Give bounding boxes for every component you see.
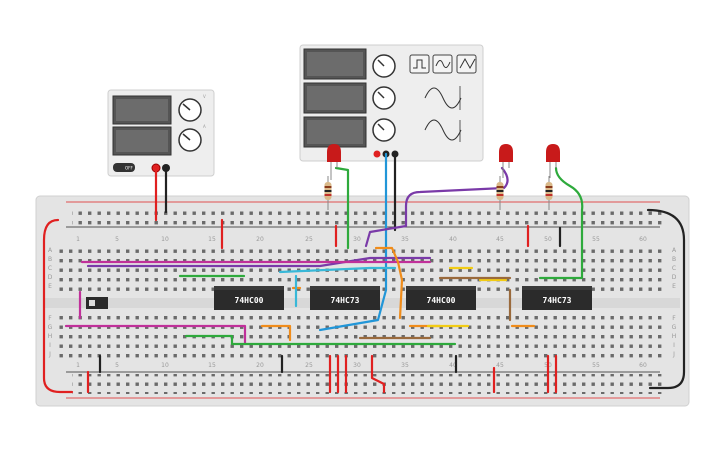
column-number-bottom: 10 (161, 362, 169, 369)
column-number-bottom: 25 (305, 362, 313, 369)
row-letter-right: F (672, 315, 676, 322)
column-number-bottom: 45 (496, 362, 504, 369)
square-wave-icon[interactable] (409, 54, 430, 74)
row-letter-left: H (48, 333, 53, 340)
wire-magenta-lower (64, 324, 247, 346)
row-letter-left: G (48, 324, 53, 331)
row-letter-right: C (672, 265, 676, 272)
triangle-wave-icon[interactable] (432, 54, 453, 74)
row-letter-left: C (48, 265, 52, 272)
led-3[interactable] (546, 144, 560, 178)
row-letter-right: B (672, 256, 676, 263)
resistor-3[interactable] (545, 176, 553, 210)
wire-orange-1 (260, 324, 292, 342)
column-number-bottom: 35 (401, 362, 409, 369)
function-generator[interactable] (299, 44, 484, 162)
column-number-top: 60 (639, 236, 647, 243)
column-number-top: 25 (305, 236, 313, 243)
bottom-power-rail[interactable] (66, 371, 662, 399)
row-letter-right: G (672, 324, 677, 331)
column-number-top: 10 (161, 236, 169, 243)
row-letter-left: A (48, 247, 53, 254)
column-number-bottom: 1 (76, 362, 80, 369)
chip-2-label: 74HC73 (331, 296, 360, 305)
ic-chip-2[interactable]: 74HC73 (310, 286, 380, 310)
row-letter-left: E (48, 283, 52, 290)
sine-wave-icon[interactable] (456, 54, 477, 74)
chip-3-label: 74HC00 (427, 296, 456, 305)
wire-green-lower (184, 334, 457, 346)
wire-cyan-1 (278, 266, 397, 274)
row-letter-right: J (672, 351, 675, 358)
column-number-top: 50 (544, 236, 552, 243)
column-number-bottom: 20 (256, 362, 264, 369)
column-number-bottom: 5 (115, 362, 119, 369)
column-number-bottom: 60 (639, 362, 647, 369)
offset-wave-icon (424, 119, 462, 141)
row-letter-right: I (673, 342, 675, 349)
wire-led1-green (334, 166, 350, 250)
power-toggle-button[interactable] (113, 163, 135, 172)
row-letter-left: F (48, 315, 52, 322)
power-toggle-label: OFF (125, 166, 133, 171)
wires[interactable] (42, 152, 686, 394)
column-number-top: 40 (449, 236, 457, 243)
column-number-top: 35 (401, 236, 409, 243)
chip-4-label: 74HC73 (543, 296, 572, 305)
row-letter-right: E (672, 283, 676, 290)
column-number-top: 15 (208, 236, 216, 243)
row-letter-right: H (672, 333, 677, 340)
column-number-bottom: 30 (353, 362, 361, 369)
column-number-bottom: 15 (208, 362, 216, 369)
column-number-top: 30 (353, 236, 361, 243)
wire-orange-3 (374, 246, 404, 320)
row-letter-right: A (672, 247, 677, 254)
column-number-bottom: 40 (449, 362, 457, 369)
ic-chip-1[interactable]: 74HC00 (214, 286, 284, 310)
wire-purple-top (364, 166, 509, 248)
column-number-top: 5 (115, 236, 119, 243)
dc-power-supply[interactable]: V A OFF (107, 89, 215, 177)
resistor-2[interactable] (496, 176, 504, 210)
ic-chip-3[interactable]: 74HC00 (406, 286, 476, 310)
row-letter-left: D (48, 274, 53, 281)
column-number-top: 20 (256, 236, 264, 243)
chip-1-label: 74HC00 (235, 296, 264, 305)
generator-ground-terminal[interactable] (373, 150, 381, 158)
ic-chip-4[interactable]: 74HC73 (522, 286, 592, 310)
current-knob-label: A (203, 124, 206, 129)
column-number-top: 55 (592, 236, 600, 243)
wire-black-right-rail (646, 208, 686, 390)
row-letter-right: D (672, 274, 677, 281)
row-letter-left: B (48, 256, 52, 263)
wire-fg-blue (318, 152, 388, 332)
terminal-strip-bottom[interactable] (56, 310, 666, 358)
slide-switch[interactable] (86, 297, 108, 309)
column-number-top: 1 (76, 236, 80, 243)
wire-led3-green (538, 166, 584, 280)
led-1[interactable] (327, 144, 341, 180)
wire-red-left-rail (42, 218, 74, 394)
wire-red-jumper-f (370, 354, 386, 394)
voltage-knob-label: V (203, 94, 206, 99)
row-letter-left: I (49, 342, 51, 349)
amplitude-wave-icon (424, 87, 462, 109)
column-number-top: 45 (496, 236, 504, 243)
resistor-1[interactable] (324, 176, 332, 210)
row-letter-left: J (48, 351, 51, 358)
column-number-bottom: 55 (592, 362, 600, 369)
led-2[interactable] (499, 144, 513, 178)
